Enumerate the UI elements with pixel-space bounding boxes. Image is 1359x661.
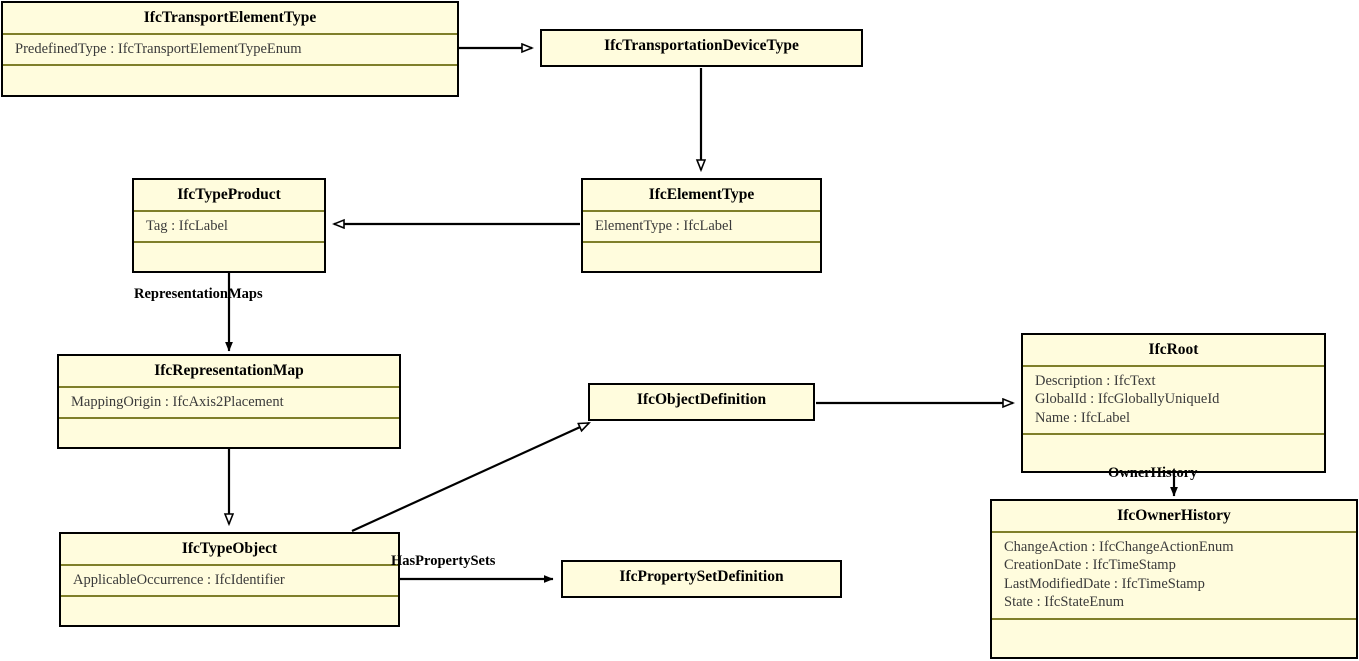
class-name: IfcPropertySetDefinition <box>619 568 784 585</box>
class-operations-empty <box>134 243 324 271</box>
class-name: IfcTransportationDeviceType <box>604 37 799 54</box>
class-attribute: ApplicableOccurrence : IfcIdentifier <box>73 571 285 588</box>
edge-label-owner-history: OwnerHistory <box>1108 465 1198 481</box>
class-operations-empty <box>59 419 399 447</box>
compartment-separator <box>1023 433 1324 436</box>
uml-class-ifc-transportation-device-type[interactable]: IfcTransportationDeviceType <box>540 29 863 67</box>
class-attributes: Tag : IfcLabel <box>134 212 324 242</box>
class-name: IfcRoot <box>1148 341 1199 358</box>
compartment-separator <box>134 209 324 212</box>
class-attributes: ElementType : IfcLabel <box>583 212 820 242</box>
compartment-separator <box>583 241 820 244</box>
class-name: IfcElementType <box>648 186 755 203</box>
class-attributes: ApplicableOccurrence : IfcIdentifier <box>61 566 398 596</box>
compartment-separator <box>3 64 457 67</box>
class-name: IfcOwnerHistory <box>1117 507 1231 524</box>
class-name: IfcTransportElementType <box>143 9 317 26</box>
class-name: IfcTypeObject <box>181 540 278 557</box>
class-attribute: PredefinedType : IfcTransportElementType… <box>15 40 302 57</box>
class-operations-empty <box>583 243 820 271</box>
compartment-separator <box>61 595 398 598</box>
class-attribute: ChangeAction : IfcChangeActionEnum <box>1004 538 1234 555</box>
compartment-separator <box>583 209 820 212</box>
class-attribute: Description : IfcText <box>1035 372 1156 389</box>
compartment-separator <box>59 417 399 420</box>
class-attribute: CreationDate : IfcTimeStamp <box>1004 557 1176 574</box>
class-name: IfcTypeProduct <box>177 186 281 203</box>
class-attribute: LastModifiedDate : IfcTimeStamp <box>1004 575 1205 592</box>
class-attribute: State : IfcStateEnum <box>1004 594 1124 611</box>
compartment-separator <box>134 241 324 244</box>
class-operations-empty <box>3 66 457 95</box>
compartment-separator <box>992 530 1356 533</box>
class-attribute: ElementType : IfcLabel <box>595 217 733 234</box>
class-attribute: MappingOrigin : IfcAxis2Placement <box>71 393 284 410</box>
uml-class-ifc-object-definition[interactable]: IfcObjectDefinition <box>588 383 815 421</box>
class-attribute: Name : IfcLabel <box>1035 409 1131 426</box>
class-name: IfcRepresentationMap <box>154 362 304 379</box>
compartment-separator <box>3 32 457 35</box>
class-operations-empty <box>61 597 398 625</box>
class-attribute: Tag : IfcLabel <box>146 217 228 234</box>
class-attributes: PredefinedType : IfcTransportElementType… <box>3 35 457 65</box>
edge-label-has-property-sets: HasPropertySets <box>391 553 496 569</box>
compartment-separator <box>1023 364 1324 367</box>
edge-label-representation-maps: RepresentationMaps <box>134 286 263 302</box>
compartment-separator <box>61 563 398 566</box>
class-operations-empty <box>992 620 1356 657</box>
uml-class-ifc-property-set-definition[interactable]: IfcPropertySetDefinition <box>561 560 842 598</box>
class-attribute: GlobalId : IfcGloballyUniqueId <box>1035 391 1220 408</box>
compartment-separator <box>59 385 399 388</box>
class-name: IfcObjectDefinition <box>636 391 767 408</box>
compartment-separator <box>992 617 1356 620</box>
class-attributes: MappingOrigin : IfcAxis2Placement <box>59 388 399 418</box>
